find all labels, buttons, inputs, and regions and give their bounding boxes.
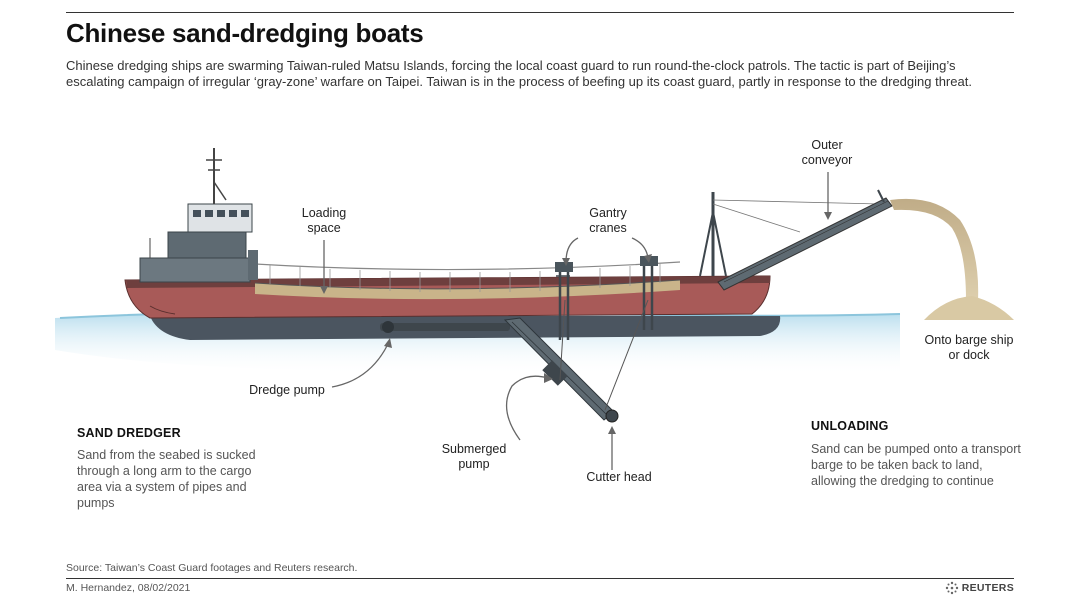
loading-space-hold	[254, 261, 681, 300]
brand-logo: REUTERS	[945, 581, 1014, 595]
source-note: Source: Taiwan’s Coast Guard footages an…	[66, 562, 358, 574]
label-outer-conveyor: Outer conveyor	[801, 138, 853, 167]
dredge-arm	[503, 299, 649, 421]
sand-dredger-body: Sand from the seabed is sucked through a…	[77, 448, 256, 510]
sand-dredger-heading: SAND DREDGER	[77, 426, 181, 440]
label-arrows	[323, 172, 829, 470]
label-submerged-pump: Submerged pump	[441, 442, 507, 471]
gantry-crane-1	[555, 262, 573, 340]
page-title: Chinese sand-dredging boats	[66, 18, 424, 48]
label-loading-space: Loading space	[301, 206, 347, 235]
label-cutter-head: Cutter head	[586, 470, 652, 484]
label-onto-barge: Onto barge ship or dock	[924, 333, 1014, 362]
label-gantry-cranes: Gantry cranes	[589, 206, 627, 235]
outer-conveyor	[699, 189, 893, 291]
page-subtitle: Chinese dredging ships are swarming Taiw…	[66, 58, 972, 89]
brand-name: REUTERS	[961, 582, 1014, 594]
arrow-heads	[320, 212, 832, 434]
label-dredge-pump: Dredge pump	[249, 383, 325, 397]
bottom-rule	[66, 578, 1014, 579]
credit-line: M. Hernandez, 08/02/2021	[66, 582, 191, 594]
cutter-head-part	[605, 409, 619, 423]
unloading-heading: UNLOADING	[811, 419, 889, 433]
ship-bridge	[139, 148, 258, 283]
unloading-body: Sand can be pumped onto a transport barg…	[811, 442, 1021, 488]
top-rule	[66, 12, 1014, 13]
sand-discharge	[890, 198, 1014, 320]
reuters-dots-icon	[945, 581, 958, 595]
dredge-pump-pipe	[380, 321, 510, 333]
